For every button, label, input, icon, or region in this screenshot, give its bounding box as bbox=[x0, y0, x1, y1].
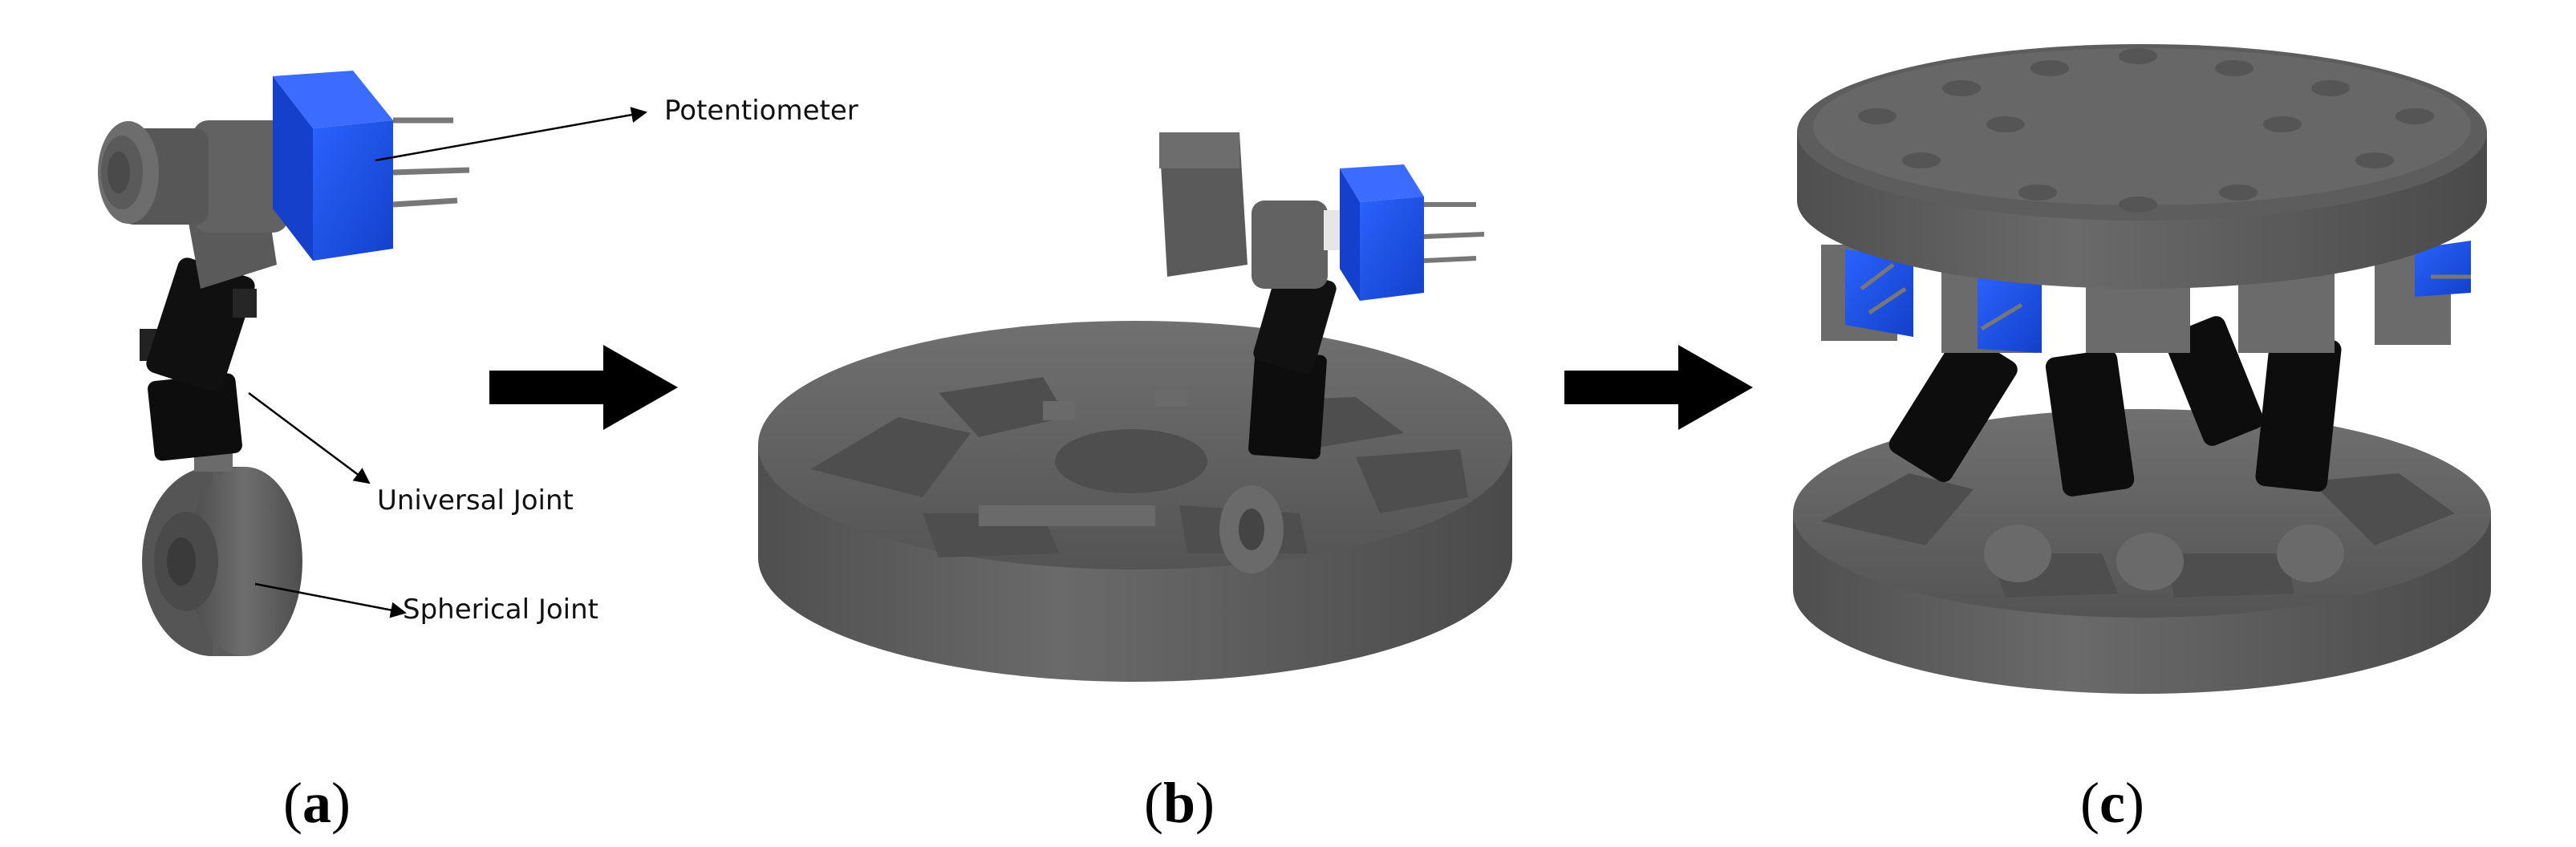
caption-c: (c) bbox=[2080, 771, 2144, 835]
motor-housing-part bbox=[98, 120, 300, 289]
caption-a: (a) bbox=[283, 771, 351, 835]
potentiometer-part bbox=[273, 71, 470, 261]
potentiometer-pointer bbox=[375, 107, 647, 162]
potentiometer-label: Potentiometer bbox=[664, 95, 858, 127]
top-plate-holes bbox=[1858, 48, 2434, 213]
spherical-joint-label: Spherical Joint bbox=[403, 594, 598, 626]
universal-joint-label: Universal Joint bbox=[377, 484, 574, 517]
flow-arrow-2 bbox=[1564, 345, 1753, 430]
spherical-joint-pointer bbox=[254, 582, 407, 618]
spherical-joint-part bbox=[142, 449, 302, 656]
flow-arrow-1 bbox=[489, 345, 678, 430]
panel-a-leg bbox=[98, 71, 647, 656]
universal-joint-part bbox=[140, 257, 257, 461]
caption-b: (b) bbox=[1143, 771, 1215, 835]
panel-b-base-with-leg bbox=[758, 132, 1512, 682]
panel-c-full-platform bbox=[1793, 44, 2491, 694]
universal-joint-pointer bbox=[248, 391, 371, 484]
